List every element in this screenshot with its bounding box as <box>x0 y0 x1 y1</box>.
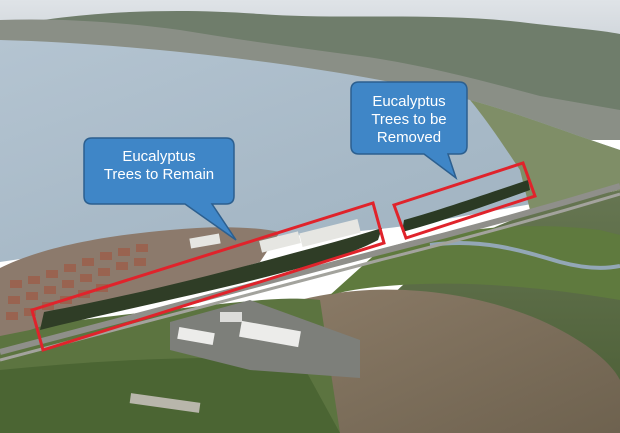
callout-bubble-removed <box>350 81 468 181</box>
callout-removed-line-1: Eucalyptus <box>372 93 446 110</box>
highlight-box-removed <box>392 161 537 240</box>
highway <box>0 183 620 355</box>
callout-label-trees-to-remain: Eucalyptus Trees to Remain <box>86 148 232 184</box>
callout-bubble-remain <box>83 137 237 241</box>
marsh-land <box>300 289 620 433</box>
callout-label-trees-to-be-removed: Eucalyptus Trees to be Removed <box>353 93 465 147</box>
airstrip <box>129 393 201 413</box>
eucalyptus-row-removed <box>402 180 530 232</box>
business-park <box>170 300 360 378</box>
port-buildings <box>189 218 361 253</box>
callout-removed-line-3: Removed <box>376 129 442 146</box>
wetland-channel <box>429 240 620 270</box>
callout-removed-line-2: Trees to be <box>371 111 447 128</box>
callout-remain-line-2: Trees to Remain <box>103 166 215 183</box>
right-upper-field <box>470 100 620 210</box>
callout-remain-line-1: Eucalyptus <box>122 148 196 165</box>
eucalyptus-row-remain <box>40 228 382 330</box>
bottom-field <box>0 358 340 433</box>
highlight-box-remain <box>30 201 386 352</box>
